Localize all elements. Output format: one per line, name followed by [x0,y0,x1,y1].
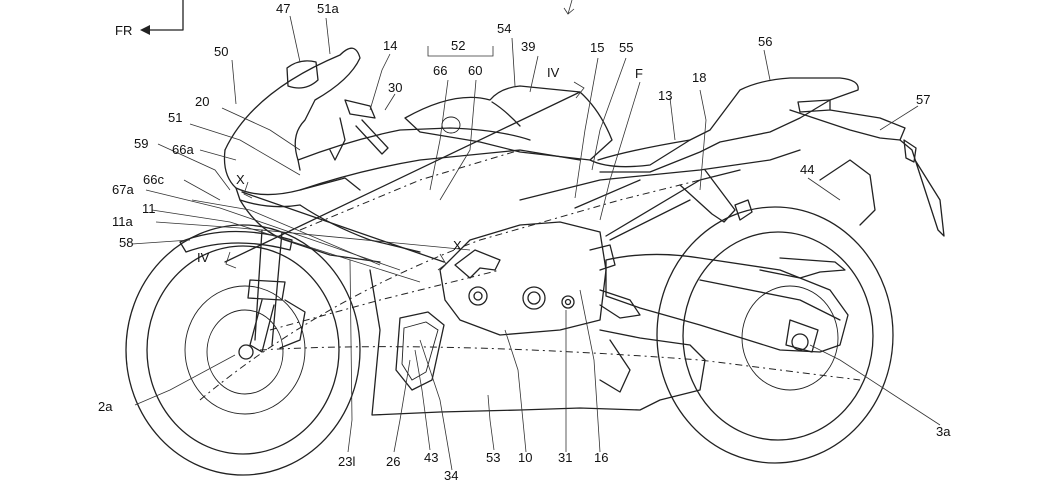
section-line-iv [224,91,581,263]
label-55: 55 [619,40,633,55]
front-wheel [125,224,361,476]
label-x-mid: X [453,238,462,253]
label-39: 39 [521,39,535,54]
label-53: 53 [486,450,500,465]
label-13: 13 [658,88,672,103]
leader-lines [131,15,941,471]
centre-line-3 [259,346,861,381]
label-26: 26 [386,454,400,469]
label-66a: 66a [172,142,194,157]
centre-line-4 [269,269,501,331]
label-10: 10 [518,450,532,465]
label-23l: 23l [338,454,355,469]
label-x-left: X [236,172,245,187]
front-fork [247,229,306,353]
label-52: 52 [451,38,465,53]
label-60: 60 [468,63,482,78]
centre-line-2 [299,149,521,231]
headlight [286,60,319,89]
label-11: 11 [142,201,156,216]
label-66: 66 [433,63,447,78]
label-43: 43 [424,450,438,465]
arrow-top-mark [563,0,575,15]
label-14: 14 [383,38,397,53]
label-67a: 67a [112,182,134,197]
fuel-tank [404,85,613,161]
frame [519,149,876,353]
direction-arrow: FR [115,0,184,38]
label-2a: 2a [98,399,113,414]
label-66c: 66c [143,172,164,187]
label-54: 54 [497,21,511,36]
label-51: 51 [168,110,182,125]
label-56: 56 [758,34,772,49]
label-31: 31 [558,450,572,465]
label-3a: 3a [936,424,951,439]
label-iv-left: IV [197,250,210,265]
label-58: 58 [119,235,133,250]
front-fender [179,230,293,253]
label-47: 47 [276,1,290,16]
label-59: 59 [134,136,148,151]
label-20: 20 [195,94,209,109]
label-34: 34 [444,468,458,480]
label-18: 18 [692,70,706,85]
label-57: 57 [916,92,930,107]
label-11a: 11a [112,214,133,229]
engine [439,221,641,336]
label-50: 50 [214,44,228,59]
reference-numerals: 47 51a 14 52 54 39 15 55 56 50 66 60 IV … [98,1,951,480]
centre-line-1 [199,179,701,401]
handlebar [329,99,389,161]
label-15: 15 [590,40,604,55]
seat-tail [589,77,945,237]
label-30: 30 [388,80,402,95]
rear-wheel [656,206,894,464]
label-f: F [635,66,643,81]
front-fairing [223,47,581,263]
direction-label: FR [115,23,132,38]
label-16: 16 [594,450,608,465]
label-44: 44 [800,162,814,177]
label-iv-top: IV [547,65,560,80]
label-51a: 51a [317,1,339,16]
lower-cowl [369,269,706,416]
section-line-x [241,191,445,263]
